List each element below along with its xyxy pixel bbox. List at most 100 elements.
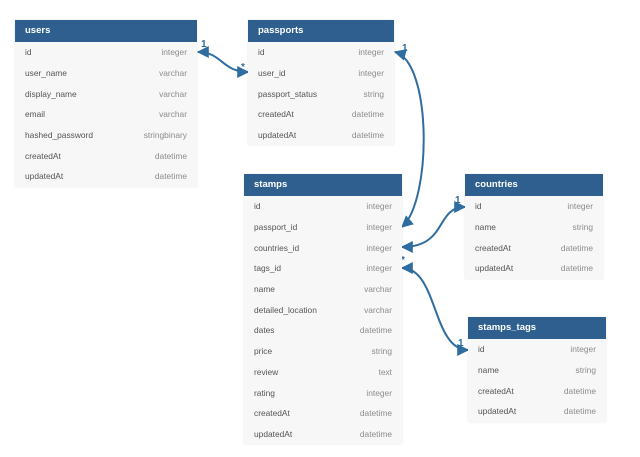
- field-type: varchar: [159, 68, 187, 79]
- cardinality-one: 1: [455, 195, 461, 206]
- table-header[interactable]: stamps: [244, 174, 402, 196]
- field-type: datetime: [563, 385, 596, 396]
- field-name: price: [254, 346, 273, 357]
- relationship-line: [400, 262, 470, 356]
- field-name: updatedAt: [254, 428, 293, 439]
- field-name: dates: [254, 325, 275, 336]
- field-row[interactable]: createdAt datetime: [468, 380, 606, 401]
- field-name: id: [254, 201, 261, 212]
- cardinality-one: 1: [201, 39, 207, 50]
- field-type: string: [572, 222, 593, 233]
- field-name: display_name: [25, 88, 77, 99]
- field-type: integer: [366, 263, 392, 274]
- field-type: datetime: [359, 408, 392, 419]
- field-row[interactable]: updatedAt datetime: [244, 424, 402, 445]
- field-type: varchar: [364, 304, 392, 315]
- field-name: rating: [254, 387, 275, 398]
- field-type: text: [378, 366, 393, 377]
- table-header[interactable]: countries: [465, 174, 603, 196]
- field-row[interactable]: detailed_location varchar: [244, 299, 402, 320]
- field-name: updatedAt: [475, 263, 514, 274]
- field-row[interactable]: updatedAt datetime: [465, 258, 603, 279]
- field-type: integer: [366, 222, 392, 233]
- field-name: updatedAt: [258, 130, 297, 141]
- field-type: integer: [358, 68, 384, 79]
- field-row[interactable]: updatedAt datetime: [248, 125, 394, 146]
- field-type: datetime: [560, 242, 593, 253]
- field-type: integer: [366, 201, 392, 212]
- field-type: integer: [567, 201, 593, 212]
- field-row[interactable]: user_id integer: [248, 63, 394, 84]
- field-type: stringbinary: [143, 130, 187, 141]
- field-type: integer: [570, 344, 596, 355]
- field-name: createdAt: [478, 385, 514, 396]
- relationship-line: [400, 201, 467, 253]
- field-type: integer: [366, 387, 392, 398]
- cardinality-one: 1: [458, 338, 464, 349]
- field-name: createdAt: [254, 408, 290, 419]
- field-type: integer: [366, 242, 392, 253]
- field-name: email: [25, 109, 46, 120]
- table-header[interactable]: passports: [248, 20, 394, 42]
- field-row[interactable]: name string: [465, 217, 603, 238]
- field-type: datetime: [359, 428, 392, 439]
- field-row[interactable]: review text: [244, 362, 402, 383]
- field-row[interactable]: dates datetime: [244, 320, 402, 341]
- field-type: datetime: [154, 150, 187, 161]
- field-row[interactable]: createdAt datetime: [15, 145, 197, 166]
- field-row[interactable]: email varchar: [15, 104, 197, 125]
- field-row[interactable]: id integer: [468, 339, 606, 360]
- field-row[interactable]: price string: [244, 341, 402, 362]
- field-name: updatedAt: [25, 171, 64, 182]
- field-type: string: [363, 88, 384, 99]
- field-type: string: [371, 346, 392, 357]
- field-row[interactable]: rating integer: [244, 382, 402, 403]
- cardinality-many: *: [401, 255, 405, 266]
- field-type: varchar: [364, 284, 392, 295]
- field-name: name: [475, 222, 496, 233]
- field-name: id: [478, 344, 485, 355]
- field-name: id: [25, 47, 32, 58]
- field-type: datetime: [351, 130, 384, 141]
- table-header[interactable]: users: [15, 20, 197, 42]
- cardinality-many: *: [241, 62, 245, 73]
- field-type: datetime: [563, 406, 596, 417]
- field-name: detailed_location: [254, 304, 317, 315]
- field-type: string: [575, 365, 596, 376]
- field-name: createdAt: [258, 109, 294, 120]
- field-type: varchar: [159, 109, 187, 120]
- field-row[interactable]: createdAt datetime: [244, 403, 402, 424]
- field-name: user_id: [258, 68, 286, 79]
- field-type: datetime: [359, 325, 392, 336]
- field-name: passport_id: [254, 222, 298, 233]
- table-header[interactable]: stamps_tags: [468, 317, 606, 339]
- field-name: createdAt: [25, 150, 61, 161]
- field-row[interactable]: id integer: [244, 196, 402, 217]
- field-type: datetime: [560, 263, 593, 274]
- field-name: review: [254, 366, 279, 377]
- field-row[interactable]: passport_id integer: [244, 217, 402, 238]
- field-type: integer: [358, 47, 384, 58]
- cardinality-one: 1: [402, 43, 408, 54]
